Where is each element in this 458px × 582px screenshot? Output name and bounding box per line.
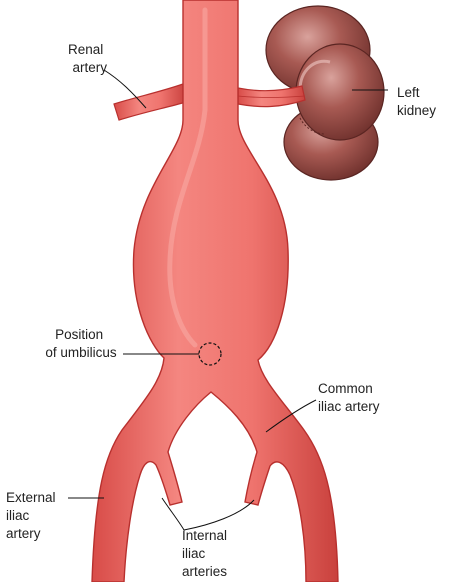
internal-iliac-arteries-label: Internal iliac arteries: [182, 528, 231, 579]
umbilicus-label: Position of umbilicus: [45, 327, 117, 360]
left-kidney-label: Left kidney: [397, 85, 436, 118]
renal-artery-label: Renal artery: [68, 42, 107, 75]
common-iliac-artery-label: Common iliac artery: [318, 381, 380, 414]
external-iliac-artery-label: External iliac artery: [6, 490, 59, 541]
